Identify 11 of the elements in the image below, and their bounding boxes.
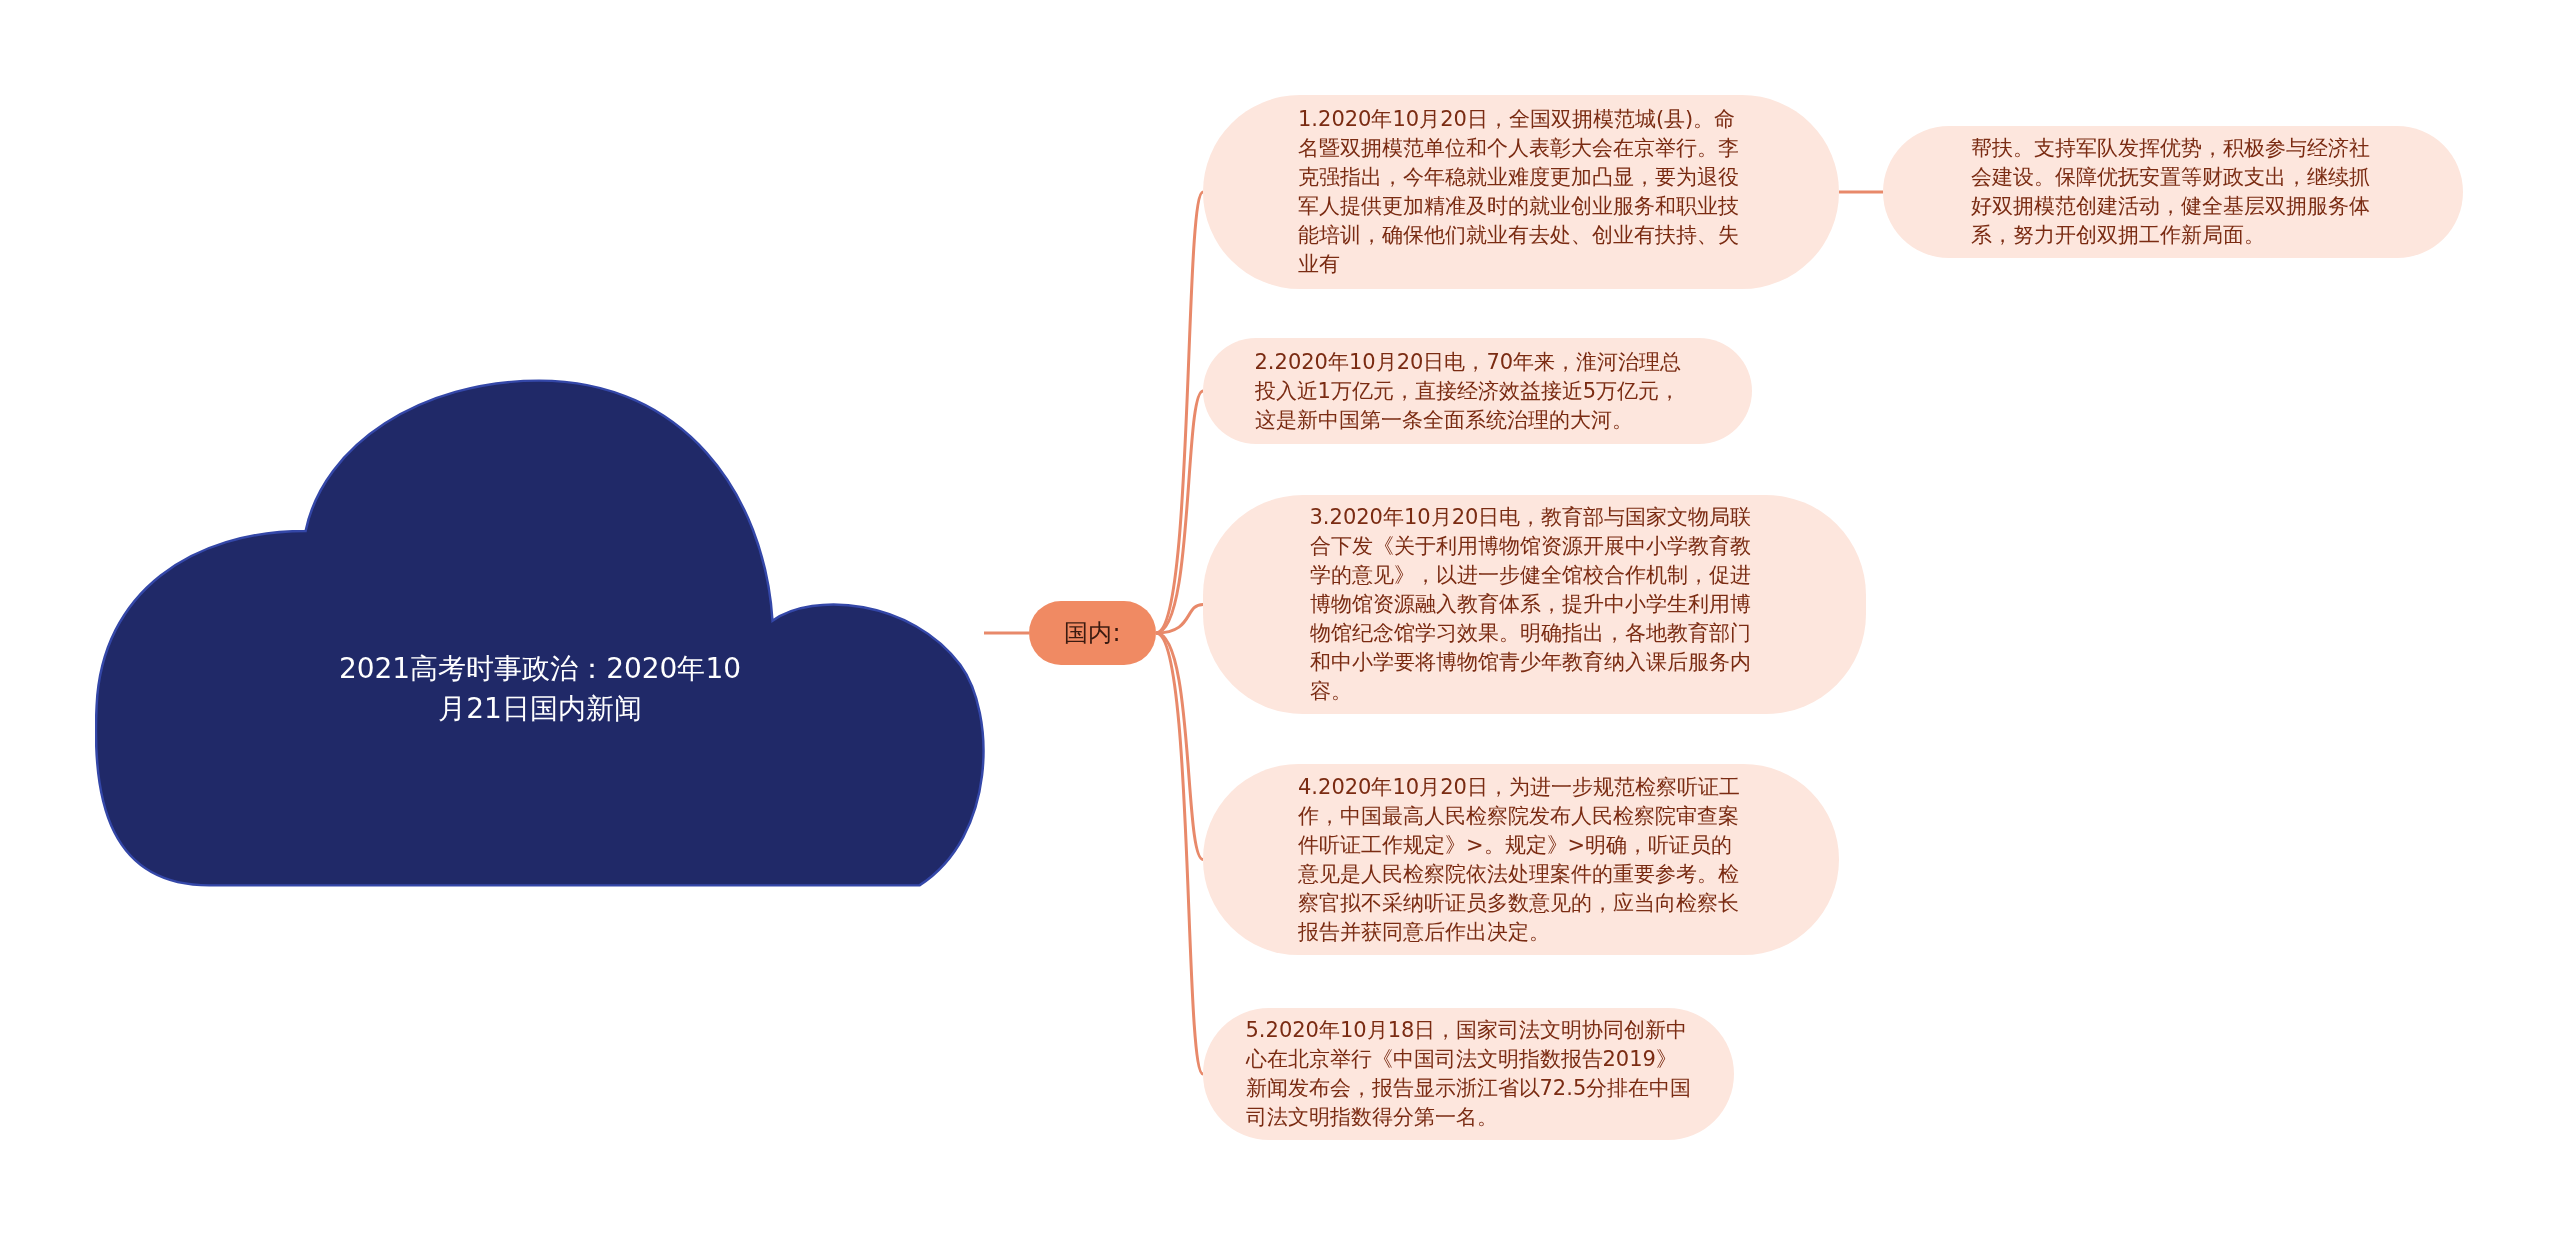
news-bubble: 1.2020年10月20日，全国双拥模范城(县)。命名暨双拥模范单位和个人表彰大会在京举行。李克强指出，今年稳就业难度更加凸显，要为退役军人提供更加精准及时的就业创业服务和职业技能培训，确保他们就业有去处、创业有扶持、失业有 xyxy=(1203,95,1839,289)
connector-line xyxy=(1154,631,1205,1075)
news-bubble: 2.2020年10月20日电，70年来，淮河治理总投入近1万亿元，直接经济效益接近5万亿元，这是新中国第一条全面系统治理的大河。 xyxy=(1203,338,1752,444)
topic-bubble: 国内: xyxy=(1029,601,1156,665)
connector-line xyxy=(984,631,1029,635)
title-text: 2021高考时事政治：2020年10月21日国内新闻 xyxy=(337,651,743,727)
news-bubble: 帮扶。支持军队发挥优势，积极参与经济社会建设。保障优抚安置等财政支出，继续抓好双拥模范创建活动，健全基层双拥服务体系，努力开创双拥工作新局面。 xyxy=(1883,126,2463,258)
connector-line xyxy=(1839,190,1883,194)
news-bubble: 4.2020年10月20日，为进一步规范检察听证工作，中国最高人民检察院发布人民检察院审查案件听证工作规定》>。规定》>明确，听证员的意见是人民检察院依法处理案件的重要参考。检察官拟不采纳听证员多数意见的，应当向检察长报告并获同意后作出决定。 xyxy=(1203,764,1839,955)
news-bubble: 3.2020年10月20日电，教育部与国家文物局联合下发《关于利用博物馆资源开展中小学教育教学的意见》，以进一步健全馆校合作机制，促进博物馆资源融入教育体系，提升中小学生利用博物馆纪念馆学习效果。明确指出，各地教育部门和中小学要将博物馆青少年教育纳入课后服务内容。 xyxy=(1203,495,1866,714)
news-bubble: 5.2020年10月18日，国家司法文明协同创新中心在北京举行《中国司法文明指数报告2019》新闻发布会，报告显示浙江省以72.5分排在中国司法文明指数得分第一名。 xyxy=(1203,1008,1734,1140)
